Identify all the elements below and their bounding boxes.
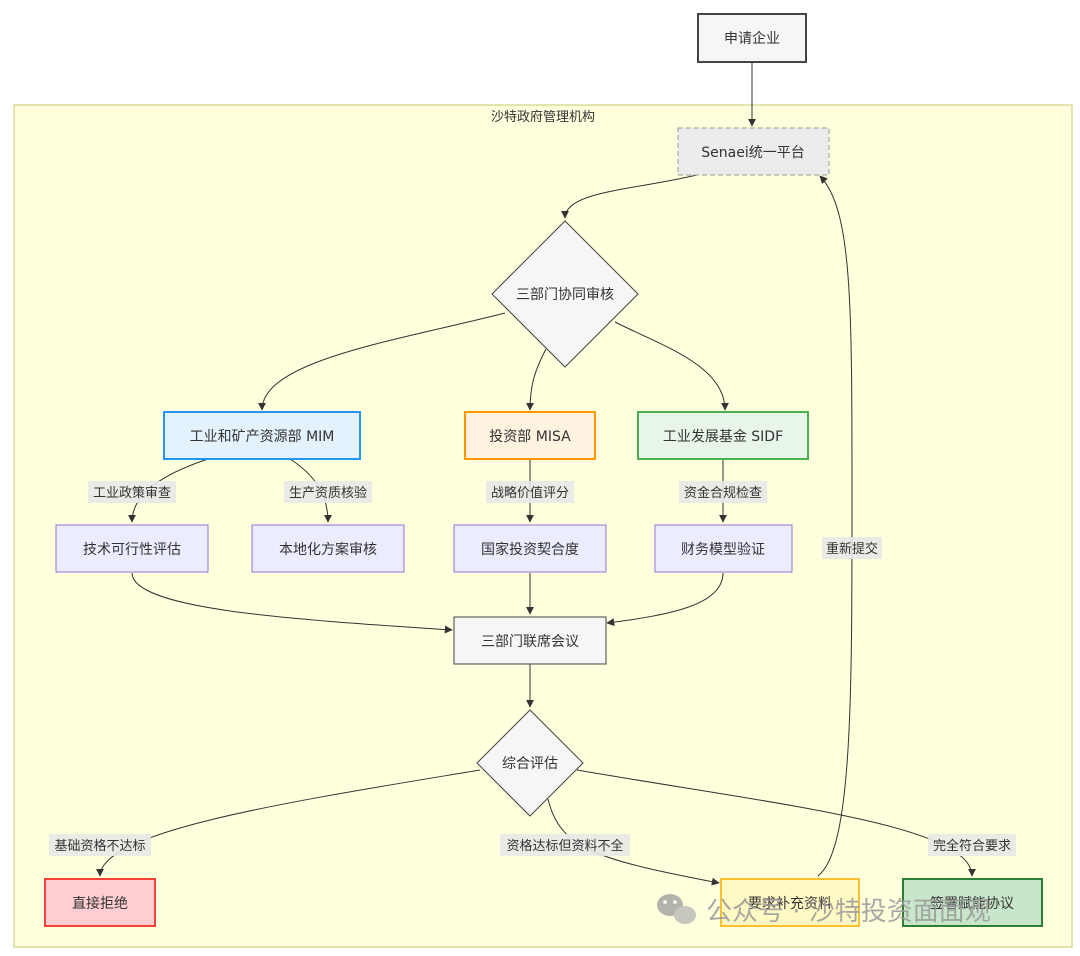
watermark: 公众号 · 沙特投资面面观 — [657, 894, 991, 927]
svg-text:工业和矿产资源部 MIM: 工业和矿产资源部 MIM — [190, 429, 335, 445]
svg-text:战略价值评分: 战略价值评分 — [491, 485, 569, 501]
svg-text:财务模型验证: 财务模型验证 — [681, 542, 765, 558]
svg-text:三部门协同审核: 三部门协同审核 — [516, 287, 614, 303]
edge-label-compliance: 资金合规检查 — [679, 481, 767, 503]
svg-text:资金合规检查: 资金合规检查 — [684, 485, 762, 501]
svg-text:本地化方案审核: 本地化方案审核 — [279, 541, 377, 558]
node-finance-model[interactable]: 财务模型验证 — [654, 524, 793, 573]
node-senaei-platform[interactable]: Senaei统一平台 — [677, 127, 830, 176]
svg-text:技术可行性评估: 技术可行性评估 — [83, 542, 181, 558]
edge-supplement-senaei — [817, 175, 853, 877]
node-sidf[interactable]: 工业发展基金 SIDF — [637, 411, 809, 460]
node-joint-meeting[interactable]: 三部门联席会议 — [453, 616, 607, 665]
edge-evaluate-reject — [96, 769, 481, 877]
edge-evaluate-sign — [576, 769, 976, 877]
svg-text:申请企业: 申请企业 — [724, 30, 780, 47]
node-sign-agreement[interactable]: 签署赋能协议 — [902, 878, 1043, 927]
svg-text:签署赋能协议: 签署赋能协议 — [930, 895, 1014, 912]
node-reject[interactable]: 直接拒绝 — [44, 878, 156, 927]
node-misa[interactable]: 投资部 MISA — [464, 411, 596, 460]
svg-text:国家投资契合度: 国家投资契合度 — [481, 541, 579, 558]
node-mim[interactable]: 工业和矿产资源部 MIM — [163, 411, 361, 460]
svg-text:要求补充资料: 要求补充资料 — [748, 896, 832, 912]
edge-label-resubmit: 重新提交 — [822, 537, 882, 559]
svg-text:工业发展基金 SIDF: 工业发展基金 SIDF — [663, 428, 783, 445]
svg-text:综合评估: 综合评估 — [502, 756, 558, 772]
svg-text:基础资格不达标: 基础资格不达标 — [54, 838, 145, 854]
edge-label-basic-fail: 基础资格不达标 — [49, 834, 151, 856]
edge-tech-meeting — [131, 572, 453, 634]
svg-text:投资部 MISA: 投资部 MISA — [489, 429, 571, 445]
wechat-icon — [657, 894, 696, 924]
svg-text:生产资质核验: 生产资质核验 — [289, 485, 367, 501]
svg-text:资格达标但资料不全: 资格达标但资料不全 — [506, 838, 623, 854]
svg-text:三部门联席会议: 三部门联席会议 — [481, 634, 579, 650]
nodes: 申请企业 Senaei统一平台 三部门协同审核 工业和矿产资源部 MIM 投资部… — [44, 13, 1043, 927]
node-joint-review[interactable]: 三部门协同审核 — [491, 220, 639, 368]
edge-review-misa — [526, 348, 547, 411]
edge-label-incomplete: 资格达标但资料不全 — [500, 834, 630, 856]
node-national-fit[interactable]: 国家投资契合度 — [453, 524, 607, 573]
node-supplement[interactable]: 要求补充资料 — [720, 878, 860, 927]
edge-review-sidf — [614, 321, 729, 411]
edge-review-mim — [258, 312, 506, 411]
edge-labels: 工业政策审查 生产资质核验 战略价值评分 资金合规检查 重新提交 基础资格不达标… — [49, 481, 1016, 856]
node-tech-feasibility[interactable]: 技术可行性评估 — [55, 524, 209, 573]
edge-label-qualification: 生产资质核验 — [284, 481, 372, 503]
node-localization[interactable]: 本地化方案审核 — [251, 524, 405, 573]
edge-label-policy: 工业政策审查 — [88, 481, 176, 503]
node-applicant[interactable]: 申请企业 — [697, 13, 807, 63]
edge-finance-meeting — [606, 572, 724, 627]
svg-text:完全符合要求: 完全符合要求 — [933, 838, 1011, 854]
cluster-title: 沙特政府管理机构 — [491, 110, 595, 125]
edge-label-full-match: 完全符合要求 — [928, 834, 1016, 856]
edge-label-strategy: 战略价值评分 — [486, 481, 574, 503]
svg-text:工业政策审查: 工业政策审查 — [93, 485, 171, 501]
edge-senaei-review — [561, 172, 706, 219]
svg-text:重新提交: 重新提交 — [826, 541, 878, 557]
watermark-text: 公众号 · 沙特投资面面观 — [706, 897, 991, 927]
node-evaluate[interactable]: 综合评估 — [476, 709, 584, 817]
svg-text:直接拒绝: 直接拒绝 — [72, 895, 128, 912]
svg-text:Senaei统一平台: Senaei统一平台 — [701, 145, 804, 161]
